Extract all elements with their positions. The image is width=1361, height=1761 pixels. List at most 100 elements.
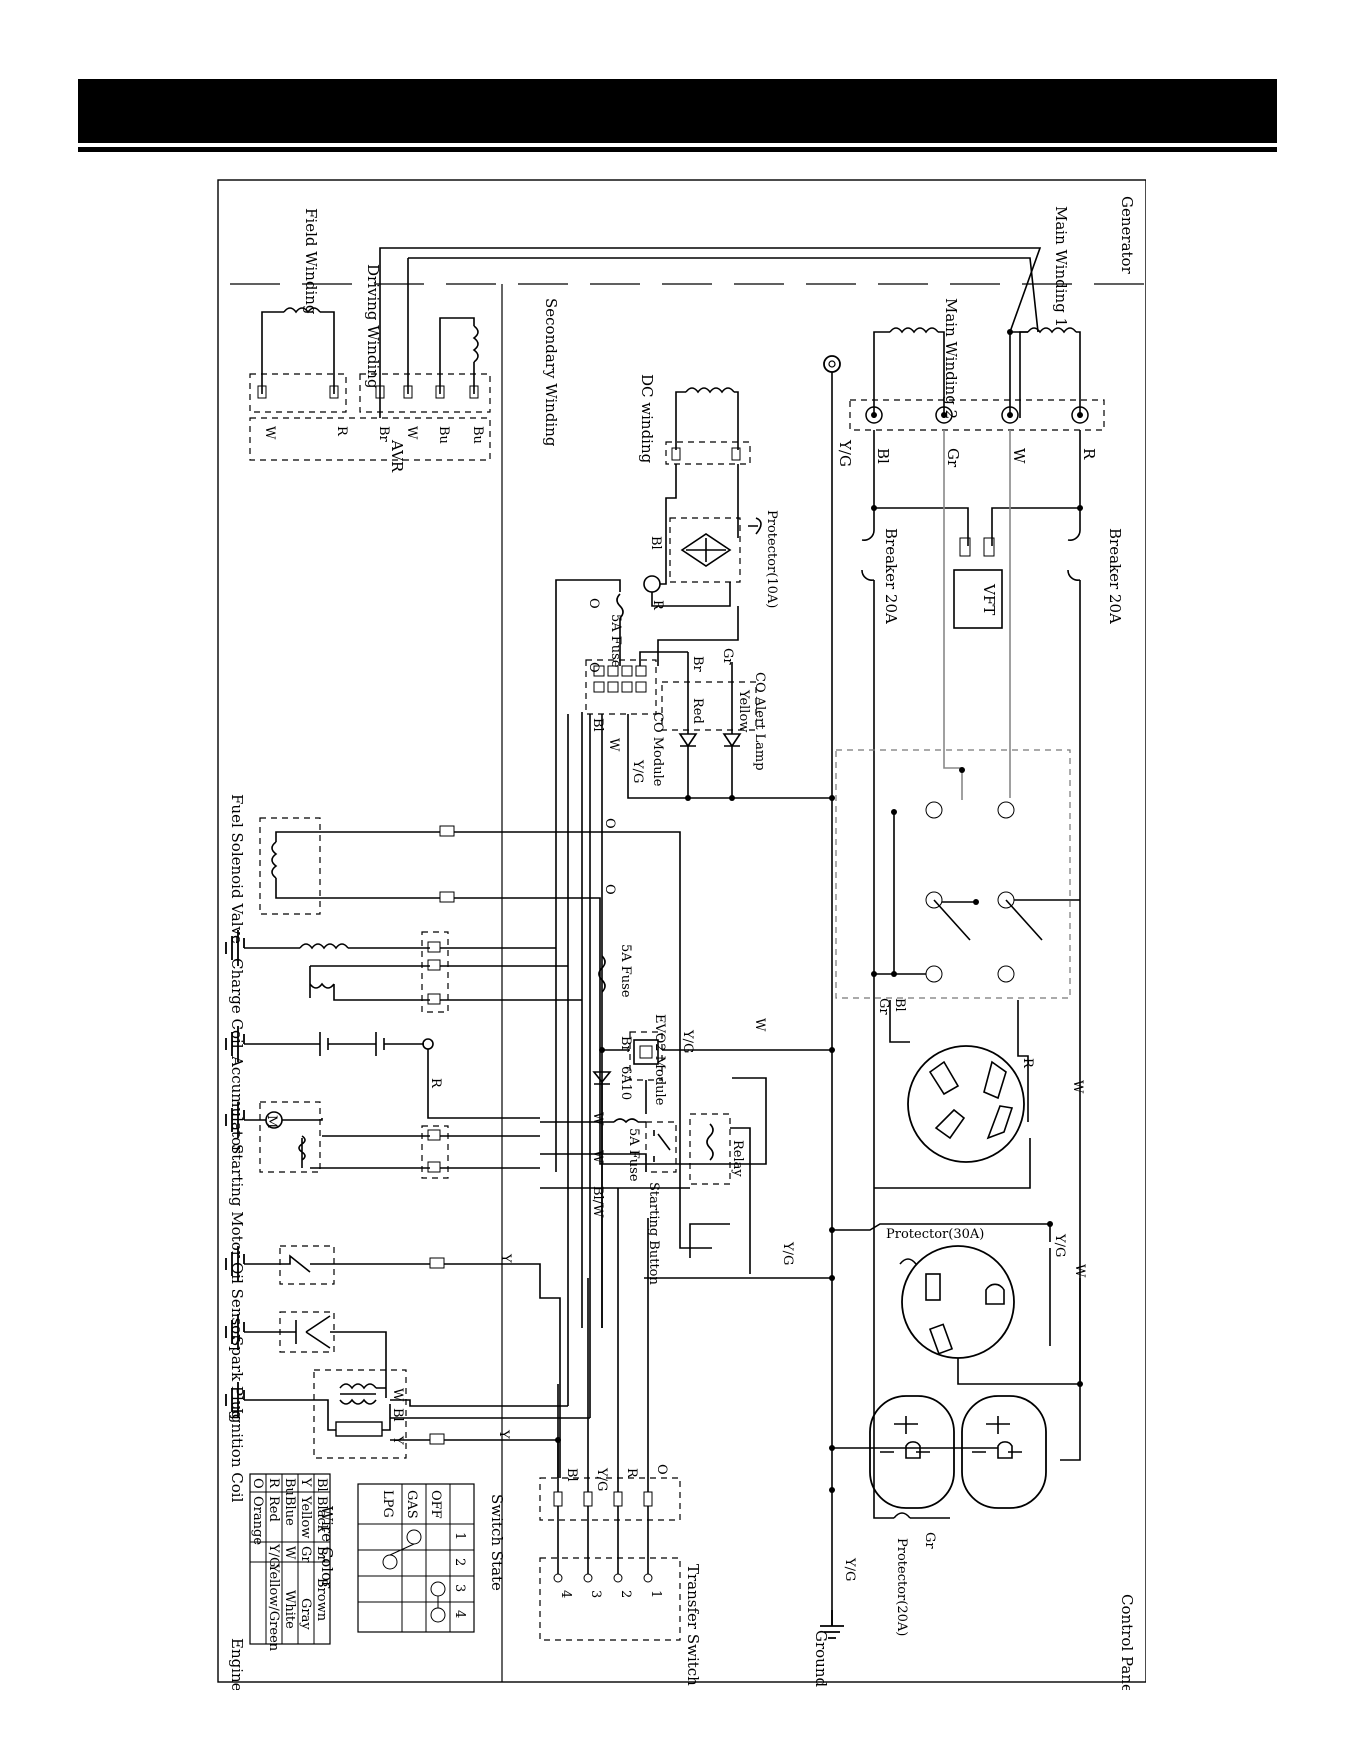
terminal-r: R — [1080, 448, 1098, 460]
header-rule — [78, 147, 1277, 152]
w-label-ignition: W — [390, 1388, 405, 1402]
ground-yg-label: Y/G — [836, 439, 854, 467]
generator-label: Generator — [1118, 196, 1136, 275]
w-label-receptacle: W — [1070, 1080, 1085, 1094]
y-label-ignition-1: Y — [390, 1435, 405, 1445]
svg-text:O: O — [250, 1478, 265, 1489]
transfer-wire-o: O — [654, 1464, 669, 1475]
svg-text:Yellow/Green: Yellow/Green — [266, 1563, 281, 1652]
svg-text:Blue: Blue — [282, 1496, 297, 1526]
bl-label-switch: Bl — [892, 998, 907, 1012]
svg-text:W: W — [282, 1546, 297, 1560]
main-winding-2-label: Main Winding 2 — [942, 298, 960, 419]
terminal-bl: Bl — [874, 448, 892, 464]
avr-box — [249, 417, 491, 461]
w-label-evo2: W — [752, 1018, 767, 1032]
vft-label: VFT — [980, 583, 998, 615]
ignition-coil-ground — [225, 1382, 245, 1418]
motor-symbol-label: M — [264, 1115, 279, 1128]
field-winding-connector — [249, 373, 347, 413]
y-label-oil: Y — [498, 1253, 513, 1263]
twist-lock-receptacle — [907, 1045, 1025, 1163]
protector-10a-symbol — [748, 517, 762, 535]
generator-terminals — [865, 406, 1089, 424]
yg-label-30a: Y/G — [1052, 1233, 1067, 1257]
ground-label: Ground — [812, 1630, 830, 1688]
ground-vg-label: Y/G — [842, 1557, 857, 1581]
starting-motor-label: Starting Motor — [228, 1144, 246, 1259]
avr-pin-labels: W R Br W Bu Bu — [262, 426, 485, 444]
duplex-receptacle-left — [869, 1395, 955, 1509]
dc-winding-connector — [665, 441, 751, 465]
switch-col-3: 3 — [452, 1584, 467, 1592]
fuel-solenoid-box — [259, 817, 321, 915]
fuse-5a-lower — [613, 1118, 639, 1124]
rectifier-box — [669, 517, 741, 583]
co-alert-lamp-label: CO Alert Lamp — [752, 672, 767, 771]
selector-switch-contacts — [925, 801, 1043, 983]
vft-box — [953, 569, 1003, 629]
dc-winding-label: DC winding — [638, 374, 656, 464]
charge-coil-secondary — [309, 982, 335, 989]
fuel-solenoid-coil — [271, 841, 278, 879]
secondary-winding-coil — [472, 325, 479, 363]
switch-row-lpg: LPG — [380, 1490, 395, 1518]
yg-label-co-out: Y/G — [630, 759, 645, 783]
o-label-mid: O — [586, 662, 601, 673]
svg-text:Orange: Orange — [250, 1496, 265, 1545]
driving-winding-label: Driving Winding — [364, 264, 382, 389]
generator-terminal-block — [849, 399, 1105, 431]
main-winding-2-coil — [889, 327, 939, 334]
svg-text:Black: Black — [314, 1496, 329, 1533]
y-label-ignition-2: Y — [496, 1429, 511, 1439]
main-winding-1-label: Main Winding 1 — [1052, 206, 1070, 327]
bl-label-ignition: Bl — [390, 1408, 405, 1422]
starting-button-label: Starting Button — [646, 1182, 661, 1286]
tt30-receptacle — [901, 1245, 1015, 1359]
transfer-wire-r: R — [624, 1468, 639, 1479]
transfer-wire-bl: Bl — [564, 1468, 579, 1482]
transfer-pin-2: 2 — [618, 1590, 633, 1598]
breaker-bottom-label: Breaker 20A — [882, 528, 900, 624]
spark-plug-ground — [225, 1314, 245, 1350]
main-winding-2-leads — [873, 331, 945, 418]
diode-symbol — [592, 1071, 612, 1085]
svg-text:Y/G: Y/G — [266, 1543, 281, 1567]
o-label-fuel-1: O — [602, 818, 617, 829]
svg-text:R: R — [266, 1478, 281, 1489]
transfer-wire-yg: Y/G — [594, 1467, 609, 1491]
co-alert-lamp-box — [661, 681, 757, 731]
diagram-frame — [217, 179, 1146, 1683]
breaker-top-label: Breaker 20A — [1106, 528, 1124, 624]
accumulator-ground — [225, 1026, 245, 1062]
transfer-connector-box — [539, 1477, 681, 1521]
dc-winding-coil — [685, 387, 735, 394]
field-winding-coil — [283, 307, 321, 314]
svg-text:Y: Y — [298, 1477, 313, 1487]
starting-button-symbol — [653, 1130, 671, 1162]
svg-text:Gr: Gr — [298, 1546, 313, 1563]
gr-label-switch: Gr — [876, 998, 891, 1015]
charge-coil-label: Charge Coil — [228, 958, 246, 1049]
svg-text:Red: Red — [266, 1496, 281, 1522]
engine-label: Engine — [228, 1638, 246, 1690]
avr-label: AVR — [388, 439, 406, 473]
ignition-coil-box — [313, 1369, 407, 1459]
svg-text:Brown: Brown — [314, 1578, 329, 1622]
switch-col-1: 1 — [452, 1532, 467, 1540]
switch-row-gas: GAS — [404, 1490, 419, 1519]
spark-plug-symbol — [244, 1315, 387, 1398]
transfer-pin-3: 3 — [588, 1590, 603, 1598]
transfer-switch-box — [539, 1557, 681, 1641]
svg-text:White: White — [282, 1590, 297, 1629]
switch-state-table — [357, 1483, 475, 1633]
r-label-accumulator: R — [428, 1078, 443, 1089]
relay-label: Relay — [730, 1140, 745, 1177]
wire-color-title: Wire Color — [318, 1506, 336, 1589]
co-module-label: CO Module — [650, 712, 665, 787]
protector-20a-symbol — [893, 1512, 911, 1519]
fuel-solenoid-label: Fuel Solenoid Valve — [228, 794, 246, 944]
transfer-connectors — [553, 1491, 653, 1583]
relay-coil — [706, 1123, 714, 1161]
starting-button-box — [645, 1121, 677, 1173]
